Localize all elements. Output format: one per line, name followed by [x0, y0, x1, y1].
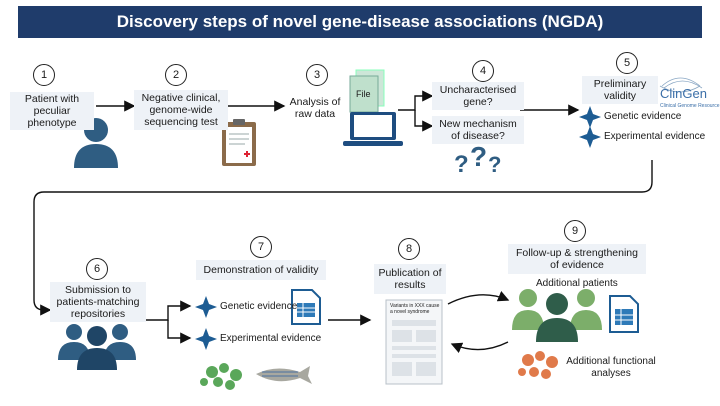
step-number-4: 4: [472, 60, 494, 82]
step-7-experimental-evidence: Experimental evidence: [220, 333, 322, 344]
functional-cells-icon: [518, 351, 558, 379]
sparkle-icon: [195, 296, 217, 318]
clingen-logo: ClinGen: [660, 86, 707, 101]
svg-text:?: ?: [488, 152, 501, 177]
arrow-3-4b: [414, 110, 434, 132]
file-label: File: [356, 89, 371, 99]
svg-text:?: ?: [470, 141, 487, 172]
arrow-6-7a: [146, 300, 192, 321]
step-number-1: 1: [33, 64, 55, 86]
step-number-9: 9: [564, 220, 586, 242]
step-number-5: 5: [616, 52, 638, 74]
file-stack-icon: [349, 69, 385, 113]
arrow-6-7b: [167, 320, 192, 344]
step-number-2: 2: [165, 64, 187, 86]
step-5-label: Preliminary validity: [582, 76, 658, 104]
publication-paper-icon: [385, 299, 443, 385]
step-9-label: Follow-up & strengthening of evidence: [508, 244, 646, 274]
laptop-icon: [343, 112, 403, 146]
arrow-9-8: [450, 341, 509, 354]
step-number-7: 7: [250, 236, 272, 258]
sparkle-icon: [579, 106, 601, 128]
step-number-3: 3: [306, 64, 328, 86]
arrow-8-9: [447, 290, 510, 305]
step-1-label: Patient with peculiar phenotype: [10, 92, 94, 130]
cells-icon: [200, 363, 242, 390]
step-4-question-a: Uncharacterised gene?: [432, 82, 524, 110]
step-6-label: Submission to patients-matching reposito…: [50, 282, 146, 322]
clingen-logo-sub: Clinical Genome Resource: [660, 103, 720, 109]
step-5-genetic-evidence: Genetic evidence: [604, 111, 682, 122]
sparkle-icon: [579, 126, 601, 148]
patients-group-icon: [58, 324, 136, 370]
question-marks-icon: ? ? ?: [454, 141, 501, 178]
spreadsheet-doc-icon: [291, 289, 321, 325]
sparkle-icon: [195, 328, 217, 350]
arrow-5-6: [33, 160, 653, 316]
clipboard-icon: [222, 119, 256, 166]
page-title: Discovery steps of novel gene-disease as…: [18, 6, 702, 38]
step-7-label: Demonstration of validity: [196, 260, 326, 280]
arrow-3-4a: [398, 90, 434, 111]
step-number-8: 8: [398, 238, 420, 260]
step-4-question-b: New mechanism of disease?: [432, 116, 524, 144]
step-number-6: 6: [86, 258, 108, 280]
svg-text:?: ?: [454, 151, 469, 178]
paper-title: Variants in XXX cause a novel syndrome: [390, 303, 440, 315]
step-9-additional-patients: Additional patients: [536, 278, 618, 289]
step-7-genetic-evidence: Genetic evidence: [220, 301, 298, 312]
zebrafish-icon: [256, 366, 312, 384]
additional-patients-icon: [512, 289, 602, 342]
step-9-functional-analyses: Additional functional analyses: [566, 356, 656, 379]
step-5-experimental-evidence: Experimental evidence: [604, 131, 706, 142]
spreadsheet-doc-icon: [609, 295, 639, 333]
step-2-label: Negative clinical, genome-wide sequencin…: [134, 90, 228, 130]
step-8-label: Publication of results: [374, 264, 446, 294]
clingen-logo-graphic: [659, 77, 703, 93]
step-3-label: Analysis of raw data: [289, 96, 341, 120]
